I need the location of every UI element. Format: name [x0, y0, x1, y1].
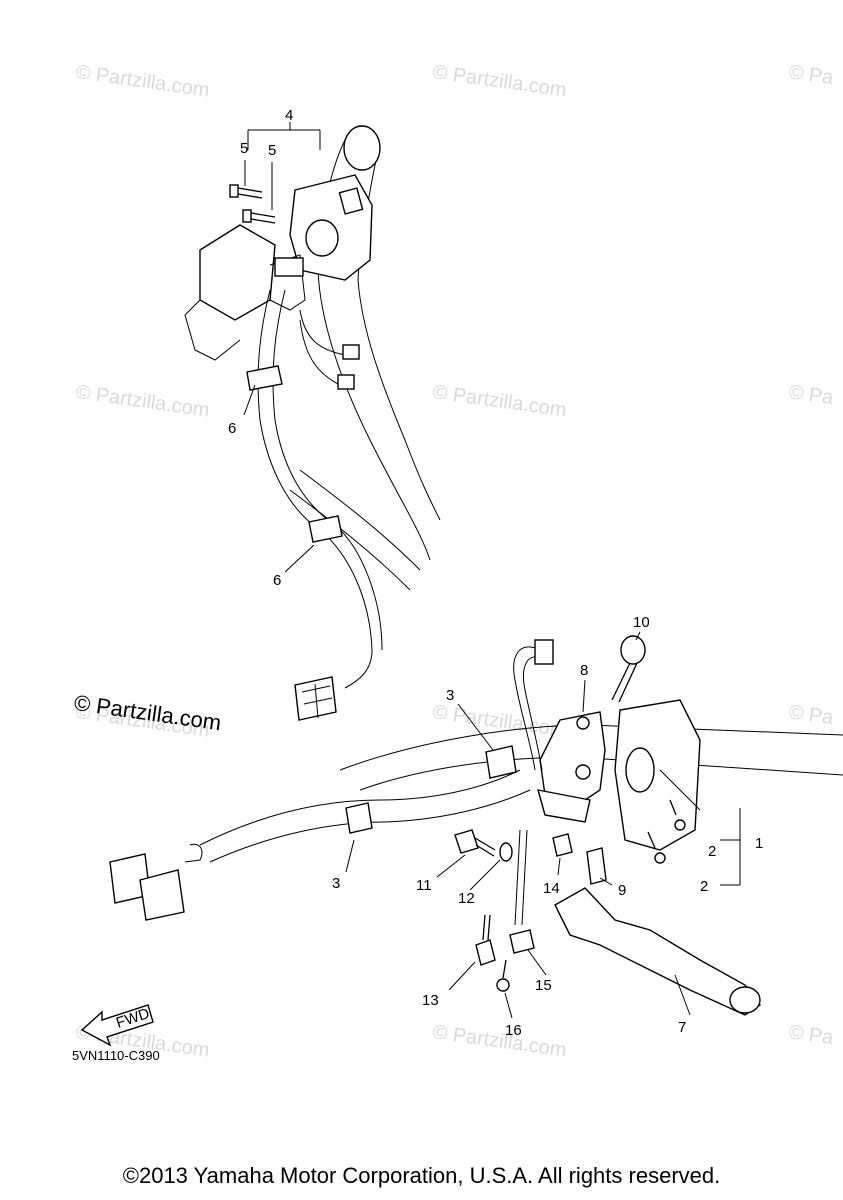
- callout-3: 3: [446, 687, 454, 704]
- upper-bolts: [229, 184, 276, 224]
- watermark: © Partzilla.com: [431, 701, 568, 742]
- diagram-code: 5VN1110-C390: [72, 1048, 160, 1063]
- copyright-notice: ©2013 Yamaha Motor Corporation, U.S.A. A…: [122, 1163, 721, 1188]
- watermark: © Partzilla.com: [431, 381, 568, 422]
- small-parts: [454, 635, 686, 992]
- callout-2: 2: [700, 878, 708, 895]
- callout-4: 4: [285, 107, 293, 124]
- upper-wire-harness: [246, 289, 383, 721]
- watermark-layer: © Partzilla.com © Partzilla.com © Pa © P…: [74, 61, 835, 1062]
- callout-14: 14: [543, 880, 560, 897]
- callout-5: 5: [240, 140, 248, 157]
- callout-6: 6: [273, 572, 281, 589]
- callout-13: 13: [422, 992, 439, 1009]
- watermark: © Partzilla.com: [74, 61, 211, 102]
- callout-7: 7: [678, 1019, 686, 1036]
- watermark: © Partzilla.com: [431, 61, 568, 102]
- callout-6: 6: [228, 420, 236, 437]
- callout-9: 9: [618, 882, 626, 899]
- callout-10: 10: [633, 614, 650, 631]
- clutch-lever: [554, 887, 762, 1016]
- master-cylinder-bracket: [537, 711, 606, 823]
- callout-3: 3: [332, 875, 340, 892]
- watermark: © Pa: [787, 701, 835, 729]
- watermark: © Pa: [787, 1021, 835, 1049]
- watermark: © Pa: [787, 61, 835, 89]
- leader-lines: [243, 122, 741, 1019]
- callout-2: 2: [708, 843, 716, 860]
- callout-5: 5: [268, 142, 276, 159]
- callout-1: 1: [755, 835, 763, 852]
- watermark: © Partzilla.com: [431, 1021, 568, 1062]
- callout-11: 11: [416, 877, 432, 894]
- watermark: © Partzilla.com: [74, 381, 211, 422]
- lower-handlebar: [199, 699, 843, 863]
- callout-labels: 4 5 5 6 6 10 8 3 1 2 2 3 11 12 14 9 13 1…: [228, 107, 763, 1039]
- callout-16: 16: [505, 1022, 522, 1039]
- watermark: © Pa: [787, 381, 835, 409]
- upper-switch-assembly: [184, 174, 373, 361]
- lower-wiring: [109, 639, 554, 921]
- callout-8: 8: [580, 662, 588, 679]
- callout-15: 15: [535, 977, 552, 994]
- callout-12: 12: [458, 890, 475, 907]
